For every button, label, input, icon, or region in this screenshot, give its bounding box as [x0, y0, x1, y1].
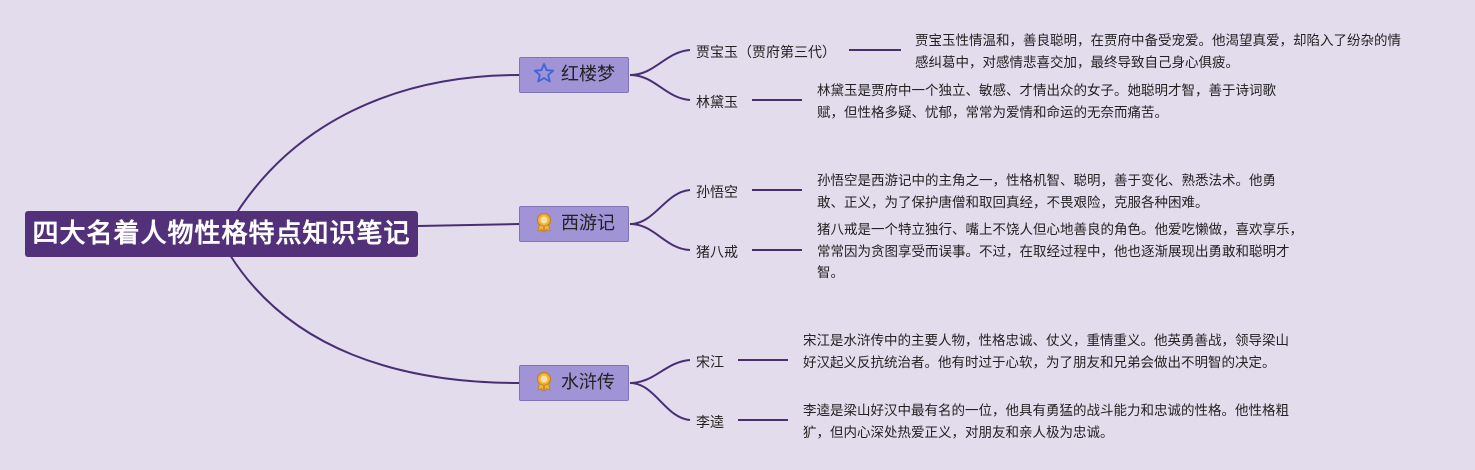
xiyouji-branch-line — [629, 223, 691, 251]
character-description: 贾宝玉性情温和，善良聪明，在贾府中备受宠爱。他渴望真爱，却陷入了纷杂的情感纠葛中… — [915, 33, 1401, 71]
character-description: 猪八戒是一个特立独行、嘴上不饶人但心地善良的角色。他爱吃懒做，喜欢享乐，常常因为… — [817, 222, 1303, 281]
root-to-shuihuzhuan-line — [229, 254, 520, 384]
hongloumeng-branch-line — [629, 74, 691, 101]
book-node-shuihuzhuan[interactable]: 水浒传 — [519, 365, 629, 401]
book-label: 红楼梦 — [561, 64, 615, 85]
character-description: 孙悟空是西游记中的主角之一，性格机智、聪明，善于变化、熟悉法术。他勇敢、正义，为… — [817, 173, 1276, 211]
star-icon — [533, 62, 555, 84]
shuihuzhuan-branch-line — [629, 382, 691, 421]
book-label: 西游记 — [561, 213, 615, 234]
xiyouji-branch-line — [629, 189, 691, 225]
award-icon — [533, 211, 555, 234]
mindmap-root-title[interactable]: 四大名着人物性格特点知识笔记 — [25, 211, 418, 257]
hongloumeng-branch-line — [629, 49, 691, 76]
character-description: 林黛玉是贾府中一个独立、敏感、才情出众的女子。她聪明才智，善于诗词歌赋，但性格多… — [817, 83, 1276, 121]
character-node-li-kui[interactable]: 李逵 — [696, 415, 724, 431]
character-node-song-jiang[interactable]: 宋江 — [696, 355, 724, 371]
character-node-sun-wukong[interactable]: 孙悟空 — [696, 185, 738, 201]
character-description: 宋江是水浒传中的主要人物，性格忠诚、仗义，重情重义。他英勇善战，领导梁山好汉起义… — [803, 333, 1289, 371]
character-description: 李逵是梁山好汉中最有名的一位，他具有勇猛的战斗能力和忠诚的性格。他性格粗犷，但内… — [803, 403, 1289, 441]
book-node-xiyouji[interactable]: 西游记 — [519, 206, 629, 242]
book-label: 水浒传 — [561, 372, 615, 393]
character-node-jia-baoyu[interactable]: 贾宝玉（贾府第三代） — [696, 45, 836, 61]
shuihuzhuan-branch-line — [629, 359, 691, 384]
root-to-hongloumeng-line — [227, 74, 520, 228]
character-node-lin-daiyu[interactable]: 林黛玉 — [696, 95, 738, 111]
character-node-zhu-bajie[interactable]: 猪八戒 — [696, 245, 738, 261]
root-to-xiyouji-line — [417, 223, 520, 227]
award-icon — [533, 370, 555, 393]
book-node-hongloumeng[interactable]: 红楼梦 — [519, 57, 629, 93]
